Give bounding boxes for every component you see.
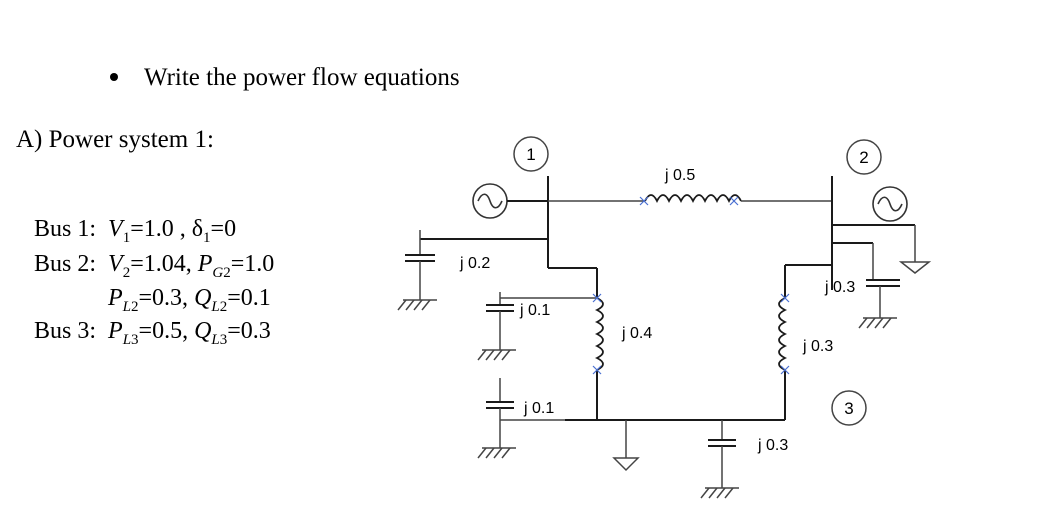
bus1-shunt-label: j 0.2 — [459, 255, 490, 272]
task-text: Write the power flow equations — [144, 64, 460, 91]
bus1-marker: 1 — [513, 136, 549, 172]
bus2-label: Bus 2: — [34, 251, 97, 277]
bus1-busbar — [420, 176, 598, 298]
bus2-marker: 2 — [846, 139, 882, 175]
bus3-marker: 3 — [831, 390, 867, 426]
line-1-3-receiving-shunt — [477, 378, 597, 459]
bus3-number: 3 — [844, 399, 853, 418]
line-2-3-impedance: j 0.3 — [802, 338, 833, 355]
line-2-3-sending-shunt-label: j 0.3 — [824, 279, 855, 296]
bus2-equation-line2: PL2=0.3, QL2=0.1 — [108, 285, 271, 315]
line-1-3-sending-shunt-label: j 0.1 — [519, 302, 550, 319]
bus1-number: 1 — [526, 145, 535, 164]
bus1-label: Bus 1: — [34, 216, 97, 242]
task-bullet: Write the power flow equations — [110, 64, 460, 92]
line-1-2 — [548, 194, 832, 206]
bus2-number: 2 — [859, 148, 868, 167]
bus2-equation-line1: Bus 2: V2=1.04, PG2=1.0 — [34, 251, 275, 281]
line-2-3-sending-shunt — [858, 243, 900, 329]
bus3-load-icon — [612, 420, 640, 472]
bullet-icon — [110, 73, 118, 82]
generator1-icon — [472, 183, 508, 219]
bus1-equation: Bus 1: V1=1.0 , δ1=0 — [34, 216, 237, 246]
line-1-3-receiving-shunt-label: j 0.1 — [523, 400, 554, 417]
bus1-shunt-capacitor — [397, 230, 437, 311]
line-1-3 — [592, 293, 604, 420]
line-1-3-sending-shunt — [477, 292, 597, 361]
line-1-3-impedance: j 0.4 — [621, 325, 652, 342]
bus3-label: Bus 3: — [34, 318, 97, 344]
bus3-equation: Bus 3: PL3=0.5, QL3=0.3 — [34, 318, 271, 348]
generator2-icon — [872, 186, 908, 222]
line-2-3-receiving-shunt — [700, 420, 739, 499]
section-title: A) Power system 1: — [16, 126, 214, 153]
line-2-3 — [778, 264, 832, 420]
line-2-3-receiving-shunt-label: j 0.3 — [757, 437, 788, 454]
bus2-load-icon — [898, 225, 932, 274]
bus2-busbar — [831, 176, 915, 290]
line-1-2-impedance: j 0.5 — [664, 167, 695, 184]
